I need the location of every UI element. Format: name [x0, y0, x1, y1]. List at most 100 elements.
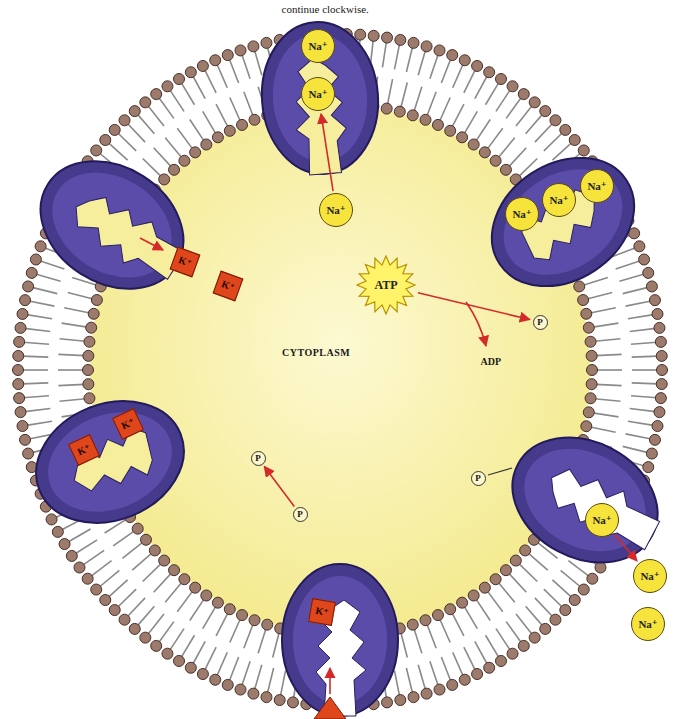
lipid-head: [518, 640, 529, 651]
lipid-tail: [427, 624, 436, 648]
lipid-tail: [83, 550, 104, 565]
lipid-head: [634, 241, 645, 252]
lipid-head: [560, 124, 571, 135]
lipid-tail: [414, 87, 422, 112]
lipid-head: [408, 37, 419, 48]
lipid-tail: [509, 148, 527, 167]
lipid-head: [574, 281, 585, 292]
lipid-tail: [632, 369, 658, 371]
lipid-tail: [193, 641, 205, 664]
lipid-head: [655, 336, 666, 347]
lipid-head: [140, 97, 151, 108]
lipid-tail: [486, 82, 499, 104]
lipid-tail: [26, 315, 52, 319]
lipid-head: [159, 555, 170, 566]
lipid-tail: [137, 114, 154, 134]
lipid-head: [569, 134, 580, 145]
lipid-tail: [22, 383, 48, 384]
lipid-head: [657, 365, 668, 376]
lipid-head: [174, 74, 185, 85]
lipid-head: [649, 295, 660, 306]
ion-label: Na⁺: [592, 515, 611, 526]
lipid-head: [484, 67, 495, 78]
lipid-head: [212, 132, 223, 143]
lipid-head: [646, 281, 657, 292]
lipid-head: [585, 336, 596, 347]
lipid-head: [84, 393, 95, 404]
lipid-tail: [528, 553, 548, 570]
lipid-head: [578, 145, 589, 156]
ion-label: K⁺: [177, 255, 193, 269]
lipid-head: [35, 241, 46, 252]
lipid-head: [496, 74, 507, 85]
lipid-head: [179, 574, 190, 585]
ion-label: K⁺: [76, 443, 92, 458]
lipid-tail: [118, 589, 137, 607]
lipid-tail: [453, 64, 463, 88]
lipid-tail: [127, 598, 145, 617]
lipid-tail: [22, 356, 48, 357]
lipid-tail: [475, 76, 487, 99]
lipid-head: [540, 106, 551, 117]
pump-cavity: [64, 423, 161, 501]
lipid-head: [407, 619, 418, 630]
lipid-tail: [475, 641, 487, 664]
lipid-tail: [165, 582, 182, 602]
lipid-head: [585, 393, 596, 404]
pump-protein: [282, 564, 398, 716]
lipid-head: [261, 37, 272, 48]
lipid-head: [222, 679, 233, 690]
lipid-tail: [242, 54, 250, 79]
ion-label: ATP: [374, 279, 397, 291]
transport-arrow: [264, 466, 294, 506]
lipid-head: [500, 164, 511, 175]
pump-protein: [257, 18, 384, 178]
lipid-head: [140, 632, 151, 643]
ion-label: Na⁺: [549, 195, 568, 206]
lipid-tail: [406, 668, 412, 693]
lipid-tail: [561, 570, 581, 587]
lipid-tail: [244, 92, 253, 116]
lipid-head: [15, 407, 26, 418]
lipid-tail: [487, 128, 502, 149]
lipid-head: [654, 407, 665, 418]
lipid-head: [586, 350, 597, 361]
lipid-head: [210, 674, 221, 685]
phosphate: P: [293, 507, 308, 522]
lipid-head: [560, 605, 571, 616]
lipid-tail: [22, 369, 48, 371]
lipid-head: [190, 582, 201, 593]
lipid-head: [262, 619, 273, 630]
lipid-head: [224, 125, 235, 136]
lipid-tail: [595, 339, 621, 342]
lipid-tail: [552, 580, 571, 597]
lipid-tail: [62, 323, 88, 327]
lipid-head: [479, 582, 490, 593]
lipid-tail: [190, 119, 204, 141]
lipid-head: [132, 523, 143, 534]
lipid-tail: [60, 399, 86, 402]
lipid-tail: [516, 106, 532, 126]
pump-protein: [18, 380, 202, 544]
lipid-head: [174, 655, 185, 666]
lipid-tail: [628, 421, 654, 425]
sodium-ion: Na⁺: [631, 607, 665, 641]
lipid-head: [520, 545, 531, 556]
lipid-head: [59, 539, 70, 550]
lipid-head: [656, 350, 667, 361]
potassium-ion-partial: [314, 697, 346, 719]
lipid-head: [459, 674, 470, 685]
lipid-tail: [430, 661, 438, 686]
lipid-head: [197, 669, 208, 680]
lipid-head: [169, 565, 180, 576]
lipid-tail: [441, 59, 450, 83]
lipid-head: [17, 421, 28, 432]
sodium-ion: Na⁺: [301, 77, 335, 111]
lipid-tail: [64, 308, 89, 313]
lipid-tail: [418, 50, 425, 75]
sodium-ion: Na⁺: [505, 197, 539, 231]
cytoplasm: [90, 106, 590, 634]
lipid-head: [652, 421, 663, 432]
lipid-tail: [170, 629, 184, 651]
lipid-head: [162, 81, 173, 92]
